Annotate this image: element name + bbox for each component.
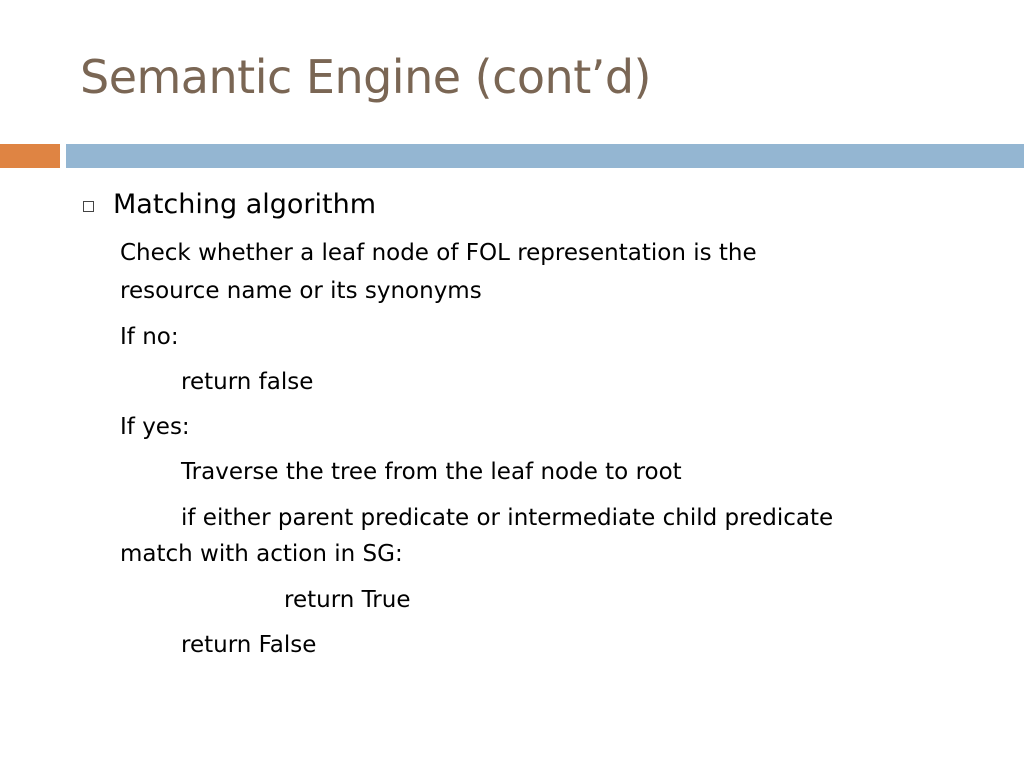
- text-line: return false: [181, 369, 314, 395]
- accent-bar-orange: [0, 144, 60, 168]
- text-line: Traverse the tree from the leaf node to …: [181, 459, 682, 485]
- bullet-item: Matching algorithm: [83, 188, 376, 222]
- text-line: If no:: [120, 324, 179, 350]
- text-line: Check whether a leaf node of FOL represe…: [120, 240, 757, 266]
- text-line: resource name or its synonyms: [120, 278, 482, 304]
- text-line: If yes:: [120, 414, 190, 440]
- accent-bar-blue: [66, 144, 1024, 168]
- hollow-square-icon: [83, 200, 94, 212]
- text-line: return False: [181, 632, 317, 658]
- text-line: return True: [284, 587, 411, 613]
- text-line: if either parent predicate or intermedia…: [181, 505, 834, 531]
- text-line: match with action in SG:: [120, 541, 403, 567]
- slide-title: Semantic Engine (cont’d): [80, 50, 652, 104]
- bullet-text: Matching algorithm: [113, 189, 377, 220]
